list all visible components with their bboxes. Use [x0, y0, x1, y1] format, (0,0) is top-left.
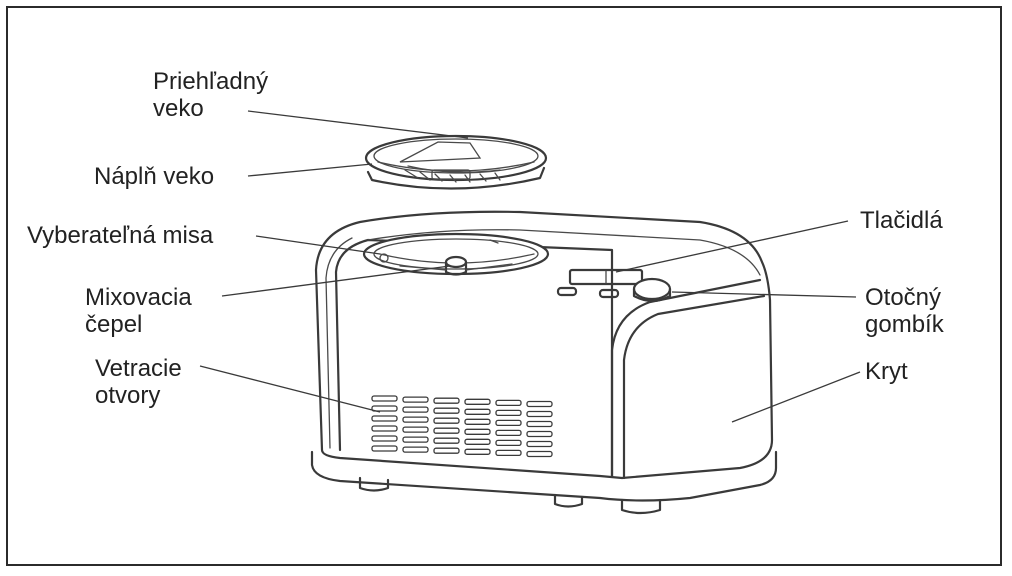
vent-slot [402, 436, 429, 443]
vent-slot [371, 405, 398, 412]
vent-slot [433, 427, 460, 434]
vent-slot [464, 438, 491, 445]
label-removable-bowl: Vyberateľná misa [27, 222, 214, 249]
vent-slot [495, 419, 522, 427]
vent-slot [526, 420, 553, 428]
rotary-knob [632, 277, 672, 303]
label-vents: Vetracie otvory [95, 355, 182, 409]
leader-rotary-knob [671, 291, 857, 298]
appliance-body [314, 210, 774, 480]
leader-removable-bowl [255, 235, 381, 255]
vent-slot [433, 407, 460, 414]
vent-slot [526, 430, 553, 438]
vent-slot [402, 426, 429, 433]
control-button-right [598, 288, 620, 299]
vent-slot [526, 410, 553, 418]
vent-slot [495, 439, 522, 447]
vent-slot [495, 409, 522, 417]
leader-mixing-blade [221, 265, 451, 297]
vent-slot [464, 398, 491, 405]
vent-slot [433, 397, 460, 404]
vent-slot [526, 400, 553, 408]
vent-slot [433, 447, 460, 454]
vent-slot [526, 450, 553, 458]
control-button-left [556, 286, 578, 297]
leader-vents [199, 365, 381, 413]
base-plinth [310, 450, 778, 515]
label-transparent-lid: Priehľadný veko [153, 68, 269, 122]
mixing-blade [399, 255, 513, 276]
label-cover: Kryt [865, 358, 908, 385]
vent-slot [495, 429, 522, 437]
leader-transparent-lid [247, 110, 469, 139]
control-panel [556, 268, 644, 299]
leader-cover [731, 371, 861, 423]
label-rotary-knob: Otočný gombík [865, 284, 944, 338]
vent-slot [371, 395, 398, 402]
diagram-frame [6, 6, 1002, 566]
vent-slot [433, 437, 460, 444]
vent-slot [433, 417, 460, 424]
lid-fill-opening [399, 141, 501, 183]
vent-slot [402, 396, 429, 403]
vent-slot [495, 449, 522, 457]
leader-lines [199, 110, 861, 423]
leader-buttons [615, 220, 849, 273]
vent-slot [464, 418, 491, 425]
vent-slot [402, 446, 429, 453]
transparent-lid [364, 134, 548, 190]
vent-slot [371, 435, 398, 442]
vent-slot [371, 415, 398, 422]
label-mixing-blade: Mixovacia čepel [85, 284, 192, 338]
vent-grille [371, 395, 553, 458]
vent-slot [495, 399, 522, 407]
vent-slot [371, 445, 398, 452]
vent-slot [371, 425, 398, 432]
vent-slot [526, 440, 553, 448]
label-buttons: Tlačidlá [860, 207, 943, 234]
vent-slot [402, 416, 429, 423]
vent-slot [402, 406, 429, 413]
vent-slot [464, 448, 491, 455]
leader-lid-fill [247, 163, 373, 177]
vent-slot [464, 408, 491, 415]
vent-slot [464, 428, 491, 435]
label-lid-fill: Náplň veko [94, 163, 215, 190]
